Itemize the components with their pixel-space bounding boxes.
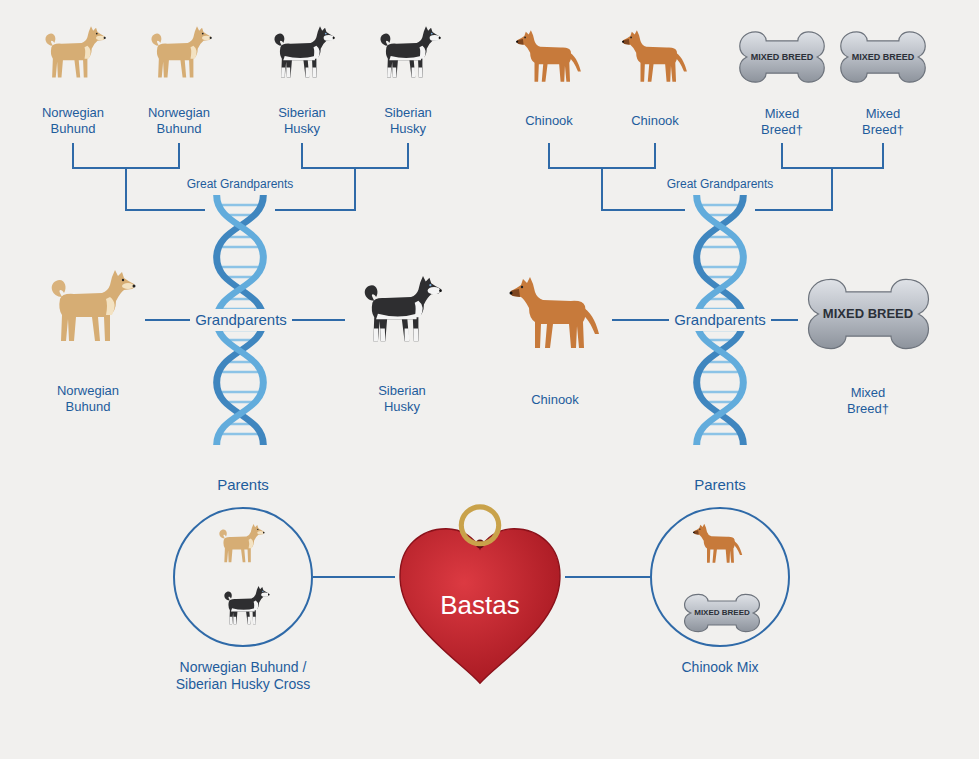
breed-name: Norwegian Buhund xyxy=(43,383,133,415)
chinook-picture xyxy=(622,30,687,81)
connector-line xyxy=(565,576,650,578)
parents-caption: Chinook Mix xyxy=(660,659,780,676)
connector-line xyxy=(313,576,395,578)
parents-heading: Parents xyxy=(183,476,303,494)
buhund-picture xyxy=(52,270,136,341)
breed-name: Mixed Breed† xyxy=(851,106,915,138)
connector xyxy=(313,577,395,578)
parents-circle: ParentsNorwegian Buhund / Siberian Husky… xyxy=(173,507,313,647)
bone-text: MIXED BREED xyxy=(823,306,913,322)
buhund-picture xyxy=(219,524,264,562)
buhund-picture xyxy=(151,26,211,77)
chinook-picture xyxy=(516,30,581,81)
bone-text: MIXED BREED xyxy=(852,52,915,63)
bone-tag: MIXED BREEDMixed Breed† xyxy=(839,30,927,84)
dog-pictures xyxy=(45,26,742,624)
breed-name: Norwegian Buhund xyxy=(134,105,224,137)
parents-circle: ParentsChinook MixMIXED BREED xyxy=(650,507,790,647)
bone-tag: MIXED BREEDMixed Breed† xyxy=(738,30,826,84)
bone-tag-outline xyxy=(685,594,760,631)
bone-text: MIXED BREED xyxy=(751,52,814,63)
breed-name: Norwegian Buhund xyxy=(28,105,118,137)
husky-picture xyxy=(224,586,269,624)
breed-name: Chinook xyxy=(515,392,595,408)
buhund-picture xyxy=(45,26,105,77)
chinook-picture xyxy=(693,524,742,563)
breed-name: Mixed Breed† xyxy=(750,106,814,138)
connector xyxy=(565,577,650,578)
breed-name: Siberian Husky xyxy=(362,383,442,415)
generation-label: Great Grandparents xyxy=(662,175,779,194)
bone-tag-outline xyxy=(740,32,824,82)
breed-name: Mixed Breed† xyxy=(836,385,900,417)
husky-picture xyxy=(274,26,334,77)
generation-label: Grandparents xyxy=(190,309,292,331)
breed-name: Chinook xyxy=(509,113,589,129)
bracket-lines xyxy=(73,143,883,320)
bone-tag-outline xyxy=(841,32,925,82)
bone-text: MIXED BREED xyxy=(694,608,750,618)
dog-name: Bastas xyxy=(395,590,565,622)
breed-name: Chinook xyxy=(615,113,695,129)
husky-picture xyxy=(365,276,442,341)
parents-caption: Norwegian Buhund / Siberian Husky Cross xyxy=(153,659,333,693)
chinook-picture xyxy=(510,277,600,348)
husky-picture xyxy=(380,26,440,77)
bone-tag: MIXED BREEDMixed Breed† xyxy=(806,277,931,351)
key-ring xyxy=(461,507,498,544)
breed-name: Siberian Husky xyxy=(262,105,342,137)
bone-tag: MIXED BREED xyxy=(683,593,761,633)
bone-tag-outline xyxy=(808,279,928,348)
generation-label: Great Grandparents xyxy=(182,175,299,194)
breed-name: Siberian Husky xyxy=(368,105,448,137)
heart-tag: Bastas xyxy=(395,522,565,690)
generation-label: Grandparents xyxy=(669,309,771,331)
parents-heading: Parents xyxy=(660,476,780,494)
